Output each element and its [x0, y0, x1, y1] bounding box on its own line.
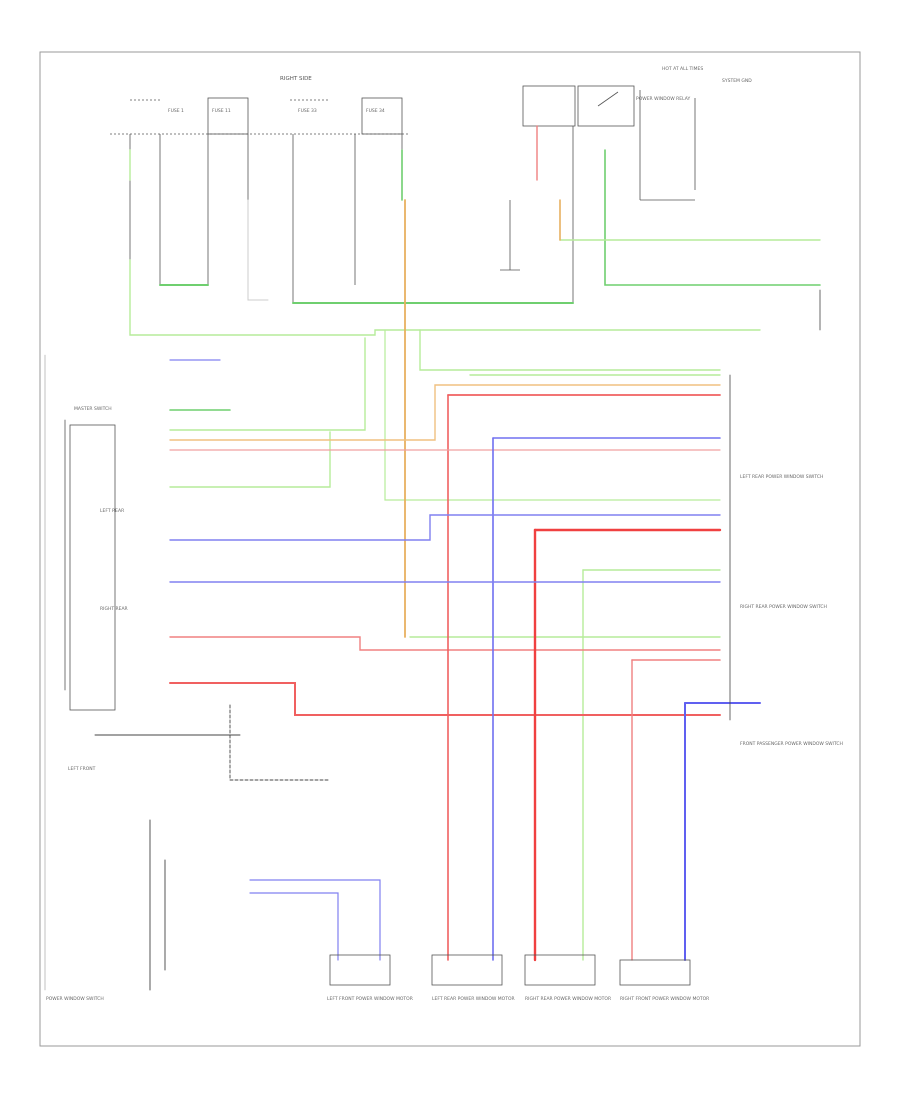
label-left-front-motor: LEFT FRONT POWER WINDOW MOTOR: [327, 996, 413, 1002]
label-left-rear-sw: LEFT REAR POWER WINDOW SWITCH: [740, 474, 823, 480]
wire-orange-2: [169, 384, 721, 441]
wire-red-2: [169, 682, 721, 716]
wire-blue-3: [169, 514, 721, 541]
label-left-front: LEFT FRONT: [68, 766, 96, 772]
label-hot-at-all-times: HOT AT ALL TIMES: [662, 66, 703, 72]
wire-green-12: [384, 329, 721, 501]
wire-gray-1: [247, 199, 269, 301]
label-right-front-motor: RIGHT FRONT POWER WINDOW MOTOR: [620, 996, 709, 1002]
label-power-window-switch: POWER WINDOW SWITCH: [46, 996, 104, 1002]
wire-green-10: [169, 337, 366, 431]
label-fuse-a: FUSE 1: [168, 108, 184, 114]
wire-black-2: [229, 704, 331, 781]
label-left-rear: LEFT REAR: [100, 508, 124, 514]
label-fuse-d: FUSE 34: [366, 108, 385, 114]
power-window-relay: [500, 85, 696, 303]
label-left-rear-motor: LEFT REAR POWER WINDOW MOTOR: [432, 996, 515, 1002]
wire-network: [44, 125, 821, 991]
wire-green-1: [129, 259, 761, 336]
label-ground-top: SYSTEM GND: [722, 78, 752, 84]
label-fuse-b: FUSE 11: [212, 108, 231, 114]
label-right-rear: RIGHT REAR: [100, 606, 128, 612]
wire-blue-9: [249, 892, 339, 961]
label-fuse-box-title: RIGHT SIDE: [280, 76, 312, 82]
label-front-passenger-sw: FRONT PASSENGER POWER WINDOW SWITCH: [740, 741, 843, 747]
label-fuse-c: FUSE 33: [298, 108, 317, 114]
fuse-box: [110, 97, 410, 303]
label-right-rear-motor: RIGHT REAR POWER WINDOW MOTOR: [525, 996, 611, 1002]
diagram-labels: RIGHT SIDE FUSE 1 FUSE 11 FUSE 33 FUSE 3…: [46, 66, 843, 1002]
connector-blocks: [69, 424, 691, 986]
wire-blue-8: [249, 879, 381, 961]
label-right-rear-sw: RIGHT REAR POWER WINDOW SWITCH: [740, 604, 827, 610]
label-master-switch: MASTER SWITCH: [74, 406, 112, 412]
wire-red-1: [169, 636, 721, 651]
wire-green-4: [604, 149, 821, 286]
label-relay-top: POWER WINDOW RELAY: [636, 96, 690, 102]
diagram-frame: [39, 51, 861, 1047]
wire-green-8: [419, 329, 721, 371]
